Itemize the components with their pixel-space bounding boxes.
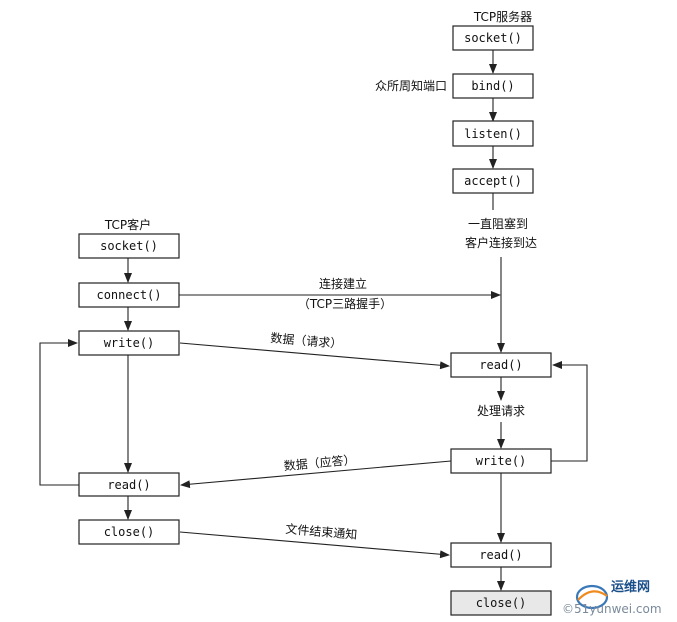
server-column: TCP服务器 socket() 众所周知端口 bind() listen() a… xyxy=(375,9,552,616)
edge-eof xyxy=(179,531,450,559)
watermark-logo-icon xyxy=(575,584,609,610)
server-accept-node: accept() xyxy=(452,168,534,194)
watermark-logo-text: 运维网 xyxy=(611,579,650,595)
watermark: 运维网 ©51yunwei.com xyxy=(562,579,662,616)
eof-label: 文件结束通知 xyxy=(285,521,358,542)
server-close-label: close() xyxy=(476,596,527,610)
client-socket-box xyxy=(78,233,180,259)
bind-port-label: 众所周知端口 xyxy=(375,79,447,93)
client-close-box xyxy=(78,519,180,545)
edge-reply xyxy=(180,460,452,489)
server-read2-node: read() xyxy=(450,542,552,568)
server-close-node: close() xyxy=(450,590,552,616)
client-read-box xyxy=(78,472,180,497)
client-socket-node: socket() xyxy=(78,233,180,259)
watermark-sub-text: ©51yunwei.com xyxy=(562,602,662,616)
client-close-label: close() xyxy=(104,525,155,539)
reply-label: 数据（应答） xyxy=(283,452,356,473)
process-request-label: 处理请求 xyxy=(477,404,525,418)
client-title: TCP客户 xyxy=(104,217,151,232)
server-read2-label: read() xyxy=(479,548,522,562)
request-label: 数据（请求） xyxy=(270,330,343,351)
server-title: TCP服务器 xyxy=(473,9,532,24)
client-write-box xyxy=(78,330,180,356)
client-write-label: write() xyxy=(104,336,155,350)
server-socket-label: socket() xyxy=(464,31,522,45)
edge-request xyxy=(179,342,450,370)
server-accept-box xyxy=(452,168,534,194)
server-read-node: read() xyxy=(450,352,552,378)
client-close-node: close() xyxy=(78,519,180,545)
server-write-box xyxy=(450,448,552,474)
server-bind-box xyxy=(452,73,534,99)
server-close-box xyxy=(450,590,552,616)
block-label-line2: 客户连接到达 xyxy=(465,235,537,250)
server-read-box xyxy=(450,352,552,378)
server-bind-label: bind() xyxy=(471,79,514,93)
server-read2-box xyxy=(450,542,552,568)
edge-server-loop xyxy=(551,361,588,462)
server-socket-node: socket() xyxy=(452,25,534,51)
edge-client-loop xyxy=(39,339,79,486)
handshake-label-line2: （TCP三路握手） xyxy=(298,296,392,311)
client-write-node: write() xyxy=(78,330,180,356)
server-listen-label: listen() xyxy=(464,127,522,141)
client-connect-node: connect() xyxy=(78,282,180,308)
client-column: TCP客户 socket() connect() write() read() … xyxy=(78,217,180,545)
server-listen-node: listen() xyxy=(452,120,534,147)
server-accept-label: accept() xyxy=(464,174,522,188)
server-write-node: write() xyxy=(450,448,552,474)
server-bind-node: bind() xyxy=(452,73,534,99)
handshake-label-line1: 连接建立 xyxy=(319,276,367,291)
message-labels: 连接建立 （TCP三路握手） 数据（请求） 数据（应答） 文件结束通知 xyxy=(270,276,392,542)
client-socket-label: socket() xyxy=(100,239,158,253)
client-read-label: read() xyxy=(107,478,150,492)
server-write-label: write() xyxy=(476,454,527,468)
client-read-node: read() xyxy=(78,472,180,497)
server-read-label: read() xyxy=(479,358,522,372)
server-listen-box xyxy=(452,120,534,147)
server-socket-box xyxy=(452,25,534,51)
block-label-line1: 一直阻塞到 xyxy=(468,216,528,231)
client-connect-label: connect() xyxy=(96,288,161,302)
client-connect-box xyxy=(78,282,180,308)
edges xyxy=(39,50,588,591)
